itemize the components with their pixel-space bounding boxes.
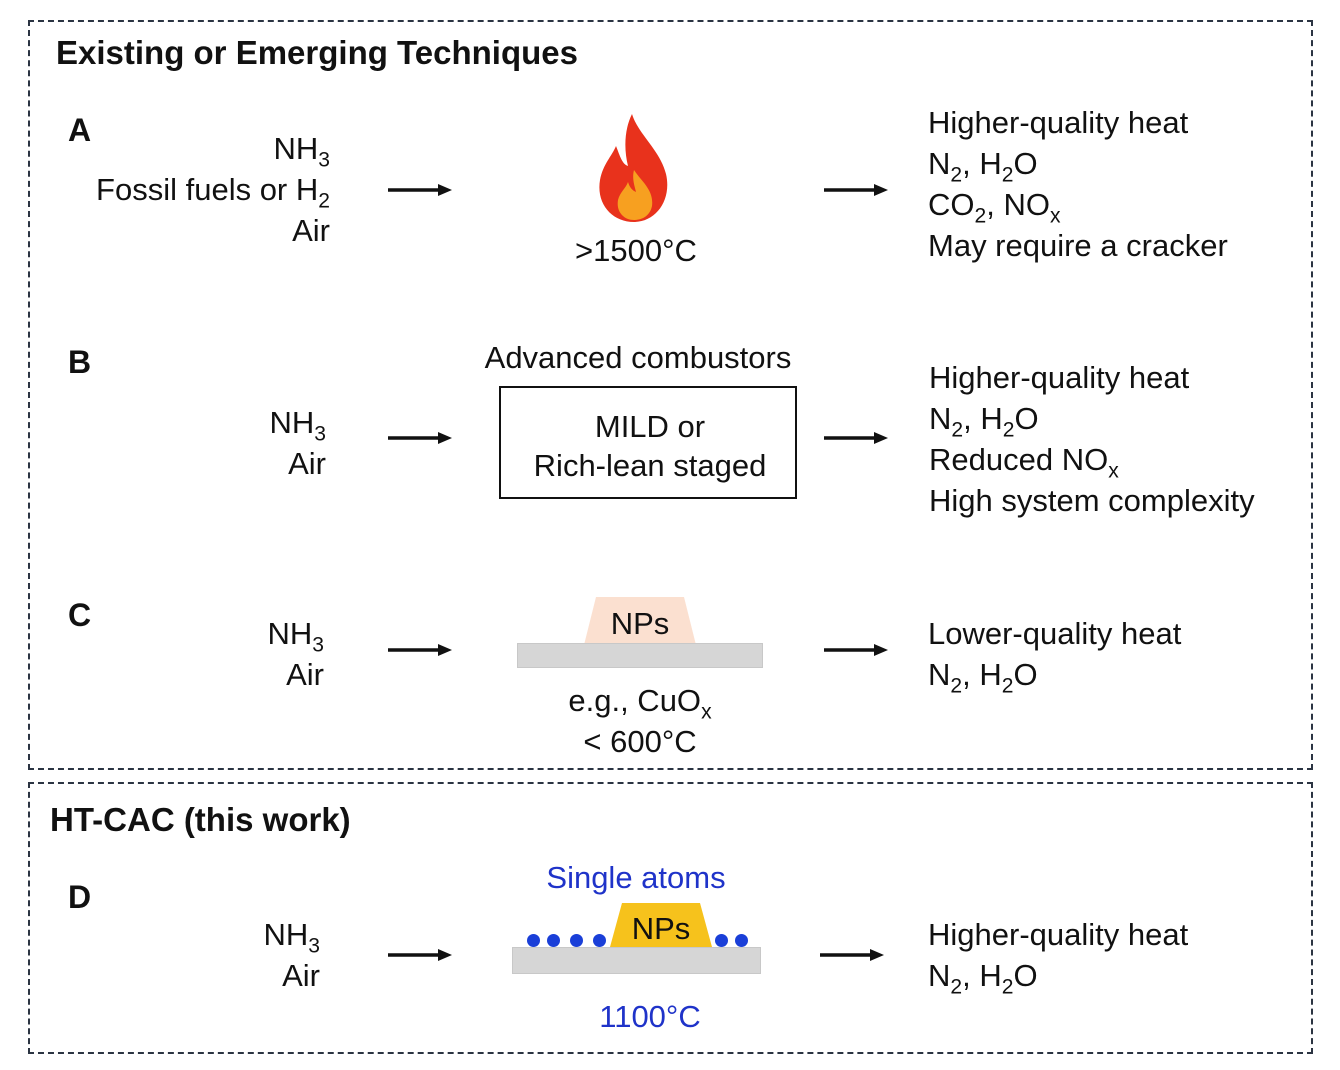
flame-icon [599, 114, 668, 222]
existing-techniques-title: Existing or Emerging Techniques [56, 34, 578, 71]
row-a-outputs: Higher-quality heat N2, H2O CO2, NOx May… [928, 102, 1228, 266]
row-c-inputs: NH3 Air [40, 613, 324, 695]
single-atom-dot [570, 934, 583, 947]
row-label-d: D [68, 879, 92, 915]
catalyst-c: e.g., CuOx < 600°C [500, 680, 780, 762]
output-reduced-nox: Reduced NOx [929, 442, 1119, 483]
output-complexity: High system complexity [929, 483, 1255, 518]
input-fossil-fuels: Fossil fuels or H2 [96, 172, 330, 213]
input-nh3: NH3 [269, 405, 326, 446]
output-n2-h2o: N2, H2O [928, 146, 1038, 187]
this-work-panel [28, 782, 1313, 1054]
input-air: Air [282, 958, 320, 993]
output-cracker: May require a cracker [928, 228, 1228, 263]
input-nh3: NH3 [267, 616, 324, 657]
arrow-d-out [820, 949, 884, 961]
arrow-b-out [824, 432, 888, 444]
substrate-c [517, 643, 763, 668]
row-d-outputs: Higher-quality heat N2, H2O [928, 914, 1189, 999]
temp-c: < 600°C [583, 724, 697, 759]
combustor-box: MILD or Rich-lean staged [499, 386, 797, 499]
single-atoms-label: Single atoms [546, 860, 726, 895]
row-b-outputs: Higher-quality heat N2, H2O Reduced NOx … [929, 357, 1255, 521]
row-label-b: B [68, 344, 92, 380]
single-atom-dot [735, 934, 748, 947]
row-b-inputs: NH3 Air [40, 402, 326, 484]
output-co2-nox: CO2, NOx [928, 187, 1061, 228]
single-atom-dot [527, 934, 540, 947]
np-label-c: NPs [610, 606, 670, 641]
output-n2-h2o: N2, H2O [928, 958, 1038, 999]
arrow-a-out [824, 184, 888, 196]
arrow-a-in [388, 184, 452, 196]
output-heat: Lower-quality heat [928, 616, 1182, 651]
output-heat: Higher-quality heat [929, 360, 1190, 395]
input-air: Air [286, 657, 324, 692]
nanoparticle-d [610, 903, 712, 947]
arrow-b-in [388, 432, 452, 444]
catalyst-example: e.g., CuOx [568, 683, 712, 724]
row-label-c: C [68, 597, 92, 633]
temp-a: >1500°C [575, 233, 697, 268]
combustor-line-2: Rich-lean staged [533, 448, 767, 483]
advanced-combustors-title: Advanced combustors [484, 340, 792, 375]
np-label-d: NPs [631, 911, 691, 946]
substrate-d [512, 947, 761, 974]
arrow-c-in [388, 644, 452, 656]
input-air: Air [292, 213, 330, 248]
single-atom-dot [547, 934, 560, 947]
arrow-d-in [388, 949, 452, 961]
input-air: Air [288, 446, 326, 481]
temp-d: 1100°C [599, 999, 701, 1034]
output-n2-h2o: N2, H2O [929, 401, 1039, 442]
row-a-inputs: NH3 Fossil fuels or H2 Air [40, 128, 330, 251]
single-atom-dot [715, 934, 728, 947]
nanoparticle-c [584, 597, 696, 645]
row-label-a: A [68, 112, 92, 148]
output-heat: Higher-quality heat [928, 105, 1189, 140]
arrow-c-out [824, 644, 888, 656]
row-d-inputs: NH3 Air [40, 914, 320, 996]
input-nh3: NH3 [273, 131, 330, 172]
combustor-line-1: MILD or [594, 409, 706, 444]
existing-techniques-panel [28, 20, 1313, 770]
input-nh3: NH3 [263, 917, 320, 958]
row-c-outputs: Lower-quality heat N2, H2O [928, 613, 1182, 698]
output-heat: Higher-quality heat [928, 917, 1189, 952]
single-atom-dot [593, 934, 606, 947]
this-work-title: HT-CAC (this work) [50, 801, 351, 838]
output-n2-h2o: N2, H2O [928, 657, 1038, 698]
